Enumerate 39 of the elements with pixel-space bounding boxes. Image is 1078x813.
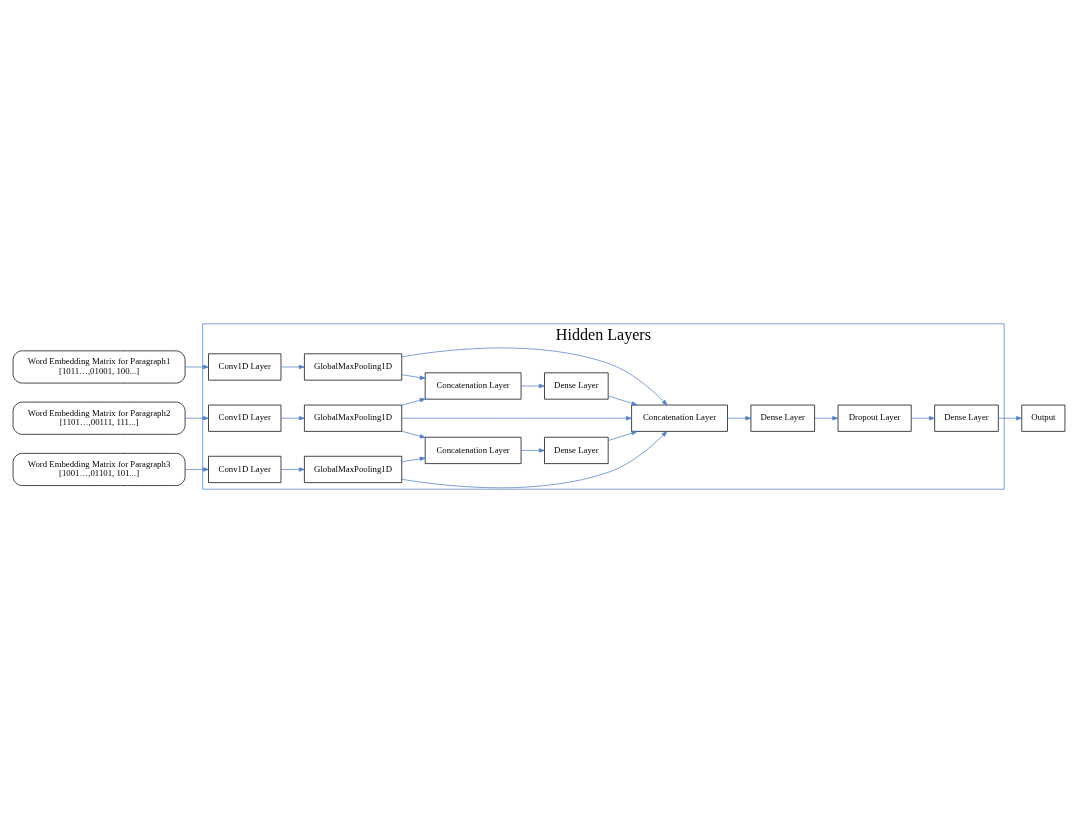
arrow [401, 347, 668, 406]
node-box: GlobalMaxPooling1D [304, 455, 403, 483]
node-box: Dense Layer [934, 404, 999, 432]
arrow [184, 416, 209, 421]
node-box: Concatenation Layer [631, 404, 728, 432]
node-box: Output [1021, 404, 1066, 432]
arrow [280, 467, 305, 472]
node-box: GlobalMaxPooling1D [304, 404, 403, 432]
node-box: Conv1D Layer [208, 353, 282, 381]
arrow [280, 364, 305, 370]
arrow [727, 416, 752, 421]
node-box: Conv1D Layer [208, 404, 282, 432]
arrow [184, 467, 209, 472]
node-box: Dense Layer [544, 372, 609, 400]
arrow [520, 383, 545, 389]
arrow [520, 448, 545, 453]
arrow [401, 374, 426, 380]
node-box: Conv1D Layer [208, 455, 282, 483]
node-box: Dropout Layer [837, 404, 912, 432]
arrow [401, 416, 632, 421]
node-box: Word Embedding Matrix for Paragraph2 [1101…,00111, 111...] [12, 401, 186, 435]
node-box: Dense Layer [750, 404, 815, 432]
arrow [401, 430, 426, 439]
arrow [401, 456, 426, 463]
arrow [401, 431, 668, 489]
arrow [401, 398, 426, 406]
node-box: GlobalMaxPooling1D [304, 353, 403, 381]
arrow [814, 416, 839, 421]
node-box: Concatenation Layer [424, 372, 522, 400]
node-box: Word Embedding Matrix for Paragraph3 [1001…,01101, 101...] [12, 453, 186, 486]
arrow [608, 395, 638, 406]
arrow [911, 416, 935, 421]
arrow [608, 430, 638, 441]
node-box: Dense Layer [544, 436, 609, 464]
arrow [184, 364, 209, 370]
node-box: Word Embedding Matrix for Paragraph1 [1011…,01001, 100...] [12, 350, 186, 384]
node-box: Concatenation Layer [424, 436, 522, 464]
arrow [280, 416, 305, 421]
arrow [998, 416, 1022, 421]
